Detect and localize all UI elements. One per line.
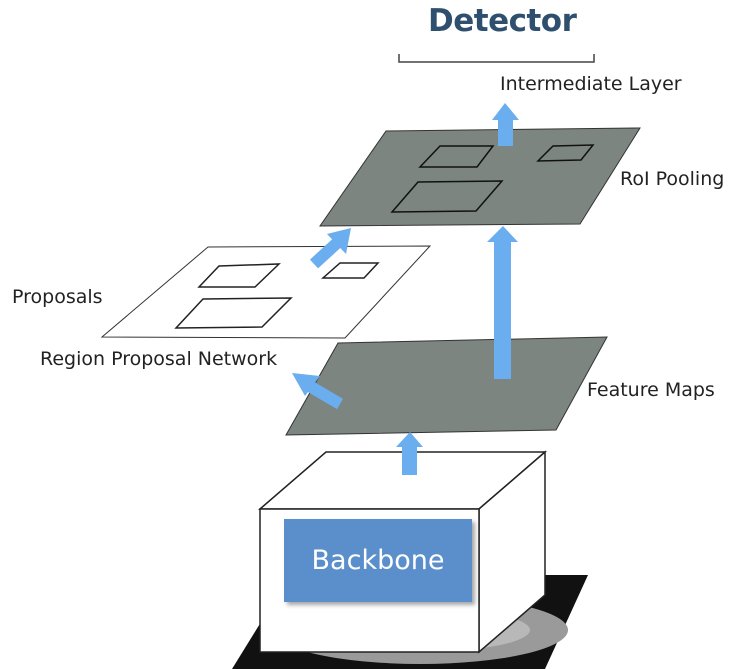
arrow-roi-to-intermediate-layer <box>492 103 519 146</box>
rpn-label: Region Proposal Network <box>40 348 278 370</box>
arrow-backbone-to-feature-maps <box>396 432 423 475</box>
feature-maps-plane <box>285 336 608 436</box>
proposals-label: Proposals <box>12 286 103 308</box>
roi-pooling-label: RoI Pooling <box>620 168 725 190</box>
roi-pooling-plane <box>319 127 641 227</box>
intermediate-layer-label: Intermediate Layer <box>500 73 682 95</box>
detector-title: Detector <box>428 3 577 39</box>
proposals-plane <box>100 245 432 339</box>
backbone-label: Backbone <box>311 545 445 576</box>
feature-maps-label: Feature Maps <box>587 379 715 401</box>
arrow-feature-maps-to-roi-pooling <box>487 226 518 379</box>
roi-box <box>536 144 595 162</box>
arrow-feature-maps-to-rpn <box>292 373 344 410</box>
proposal-box <box>321 262 380 279</box>
arrow-proposals-to-roi-pooling <box>309 228 351 269</box>
detector-bracket <box>398 54 595 63</box>
backbone-panel: Backbone <box>284 519 472 602</box>
proposal-box <box>197 263 281 288</box>
roi-box <box>390 180 504 213</box>
roi-box <box>418 145 495 168</box>
proposal-box <box>174 297 293 329</box>
